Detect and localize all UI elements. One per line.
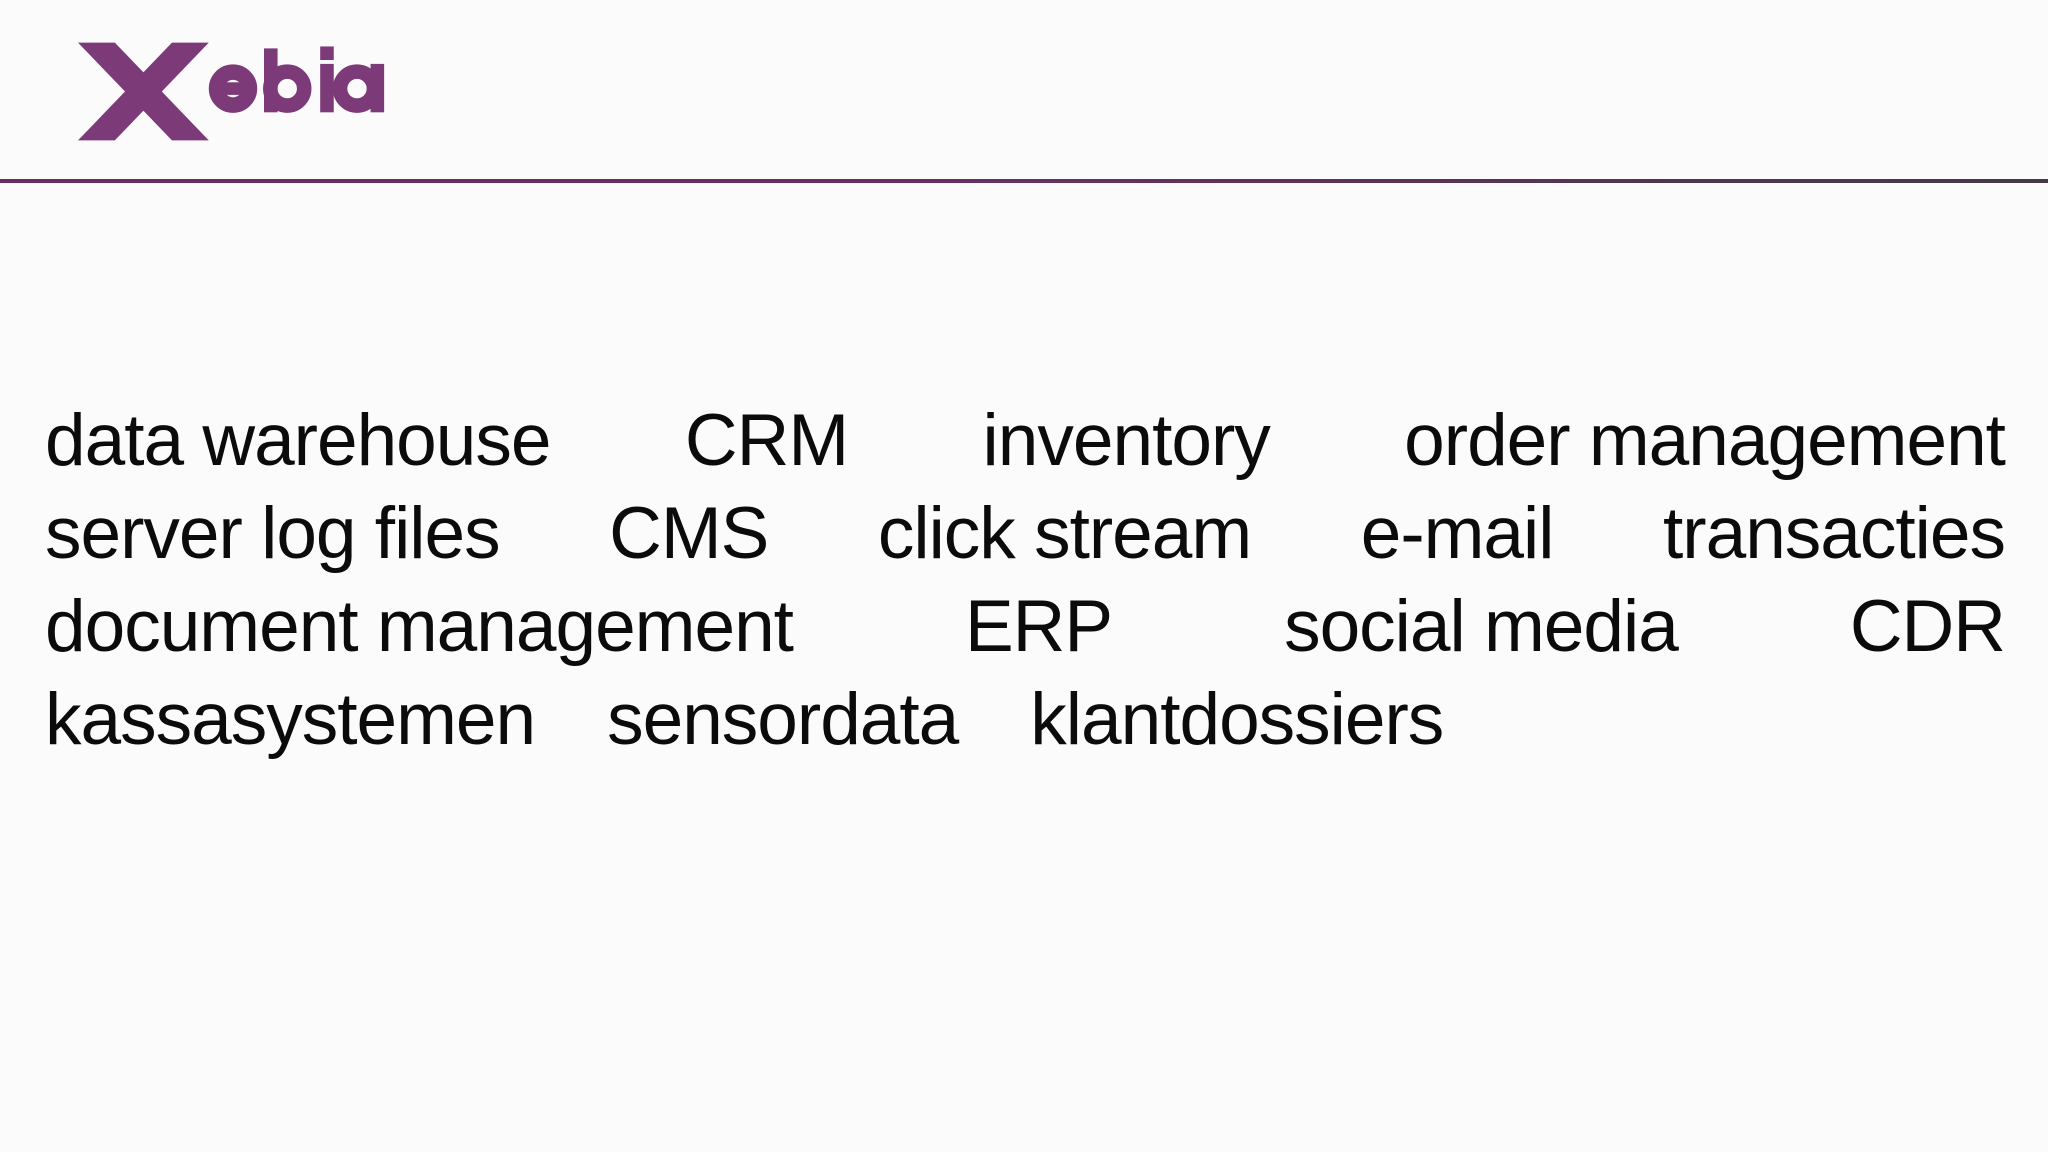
header: Xebia bbox=[0, 0, 2048, 179]
xebia-logo: Xebia bbox=[78, 40, 388, 143]
data-source-term: document management bbox=[45, 586, 794, 667]
data-source-term: server log files bbox=[45, 493, 501, 574]
data-source-term: kassasystemen bbox=[45, 679, 536, 760]
data-sources-list: data warehouse CRM inventory order manageme… bbox=[45, 394, 2006, 766]
data-source-term: click stream bbox=[877, 493, 1252, 574]
data-source-term: CMS bbox=[609, 493, 769, 574]
data-source-term: e-mail bbox=[1360, 493, 1555, 574]
term-line: server log files CMS click stream e-mail tra… bbox=[45, 487, 2006, 580]
data-source-term: order management bbox=[1404, 400, 2006, 481]
term-line: kassasystemen sensordata klantdossiers bbox=[45, 673, 2005, 766]
xebia-logo-icon bbox=[78, 42, 385, 141]
data-source-term: ERP bbox=[964, 586, 1113, 667]
data-source-term: sensordata bbox=[607, 679, 959, 760]
term-line: document management ERP social media CDR bbox=[45, 580, 2006, 673]
data-source-term: transacties bbox=[1663, 493, 2006, 574]
data-source-term: inventory bbox=[982, 400, 1271, 481]
brand-name: Xebia bbox=[78, 143, 79, 144]
data-source-term: data warehouse bbox=[45, 400, 551, 481]
term-line: data warehouse CRM inventory order manageme… bbox=[45, 394, 2006, 487]
data-source-term: social media bbox=[1284, 586, 1679, 667]
header-divider-line bbox=[0, 179, 2048, 183]
data-source-term: CRM bbox=[684, 400, 849, 481]
data-source-term: CDR bbox=[1849, 586, 2006, 667]
data-source-term: klantdossiers bbox=[1030, 679, 1444, 760]
